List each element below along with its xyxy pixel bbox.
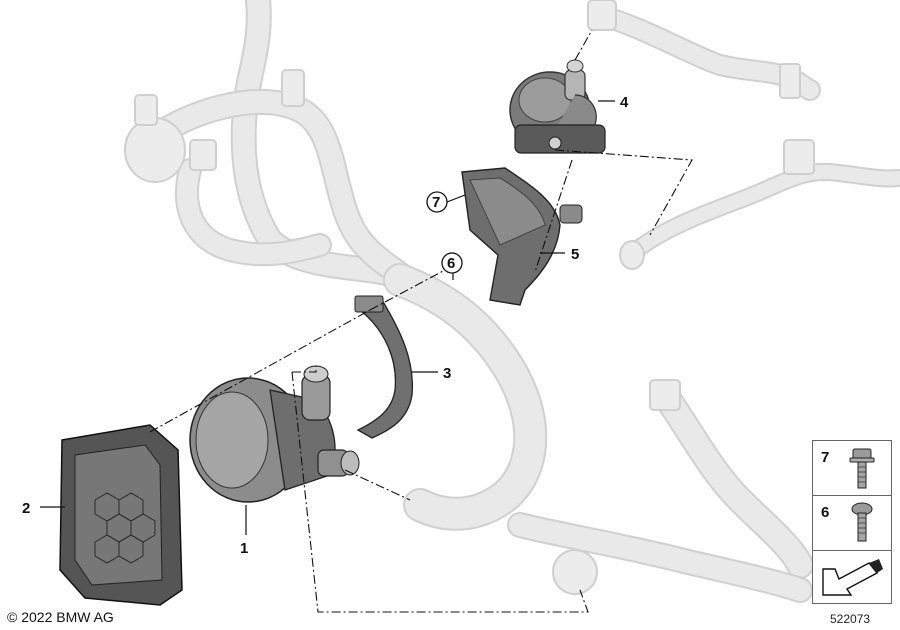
callout-6: 6 — [447, 255, 455, 272]
drawing-number: 522073 — [830, 612, 871, 626]
holder-part-2 — [59, 424, 183, 606]
callout-7-circle — [426, 191, 448, 213]
electric-pump-part-1 — [189, 365, 360, 503]
fastener-legend: 7 6 — [812, 440, 892, 604]
legend-row-7: 7 — [813, 441, 891, 496]
pan-head-screw-icon — [851, 502, 873, 542]
callout-2: 2 — [22, 500, 30, 517]
background-hoses — [124, 0, 900, 603]
callout-6-circle — [441, 252, 463, 274]
bracket-part-5 — [461, 167, 583, 306]
legend-row-6: 6 — [813, 496, 891, 551]
strap-part-3 — [354, 295, 414, 439]
legend-label-6: 6 — [821, 504, 830, 521]
legend-label-7: 7 — [821, 449, 830, 466]
leader-lines — [40, 100, 615, 535]
callout-4: 4 — [620, 94, 629, 111]
callout-5: 5 — [571, 246, 579, 263]
callout-1: 1 — [240, 540, 248, 557]
flange-bolt-icon — [849, 448, 875, 489]
callout-3: 3 — [443, 365, 451, 382]
legend-row-arrow — [813, 551, 891, 602]
arrow-symbol-icon — [822, 559, 883, 596]
assembly-lines — [149, 29, 693, 613]
auxiliary-pump-part-4 — [509, 59, 606, 154]
copyright-notice: © 2022 BMW AG — [7, 609, 114, 625]
callouts: 1 2 3 4 5 6 7 — [22, 94, 629, 557]
callout-7: 7 — [432, 194, 440, 211]
